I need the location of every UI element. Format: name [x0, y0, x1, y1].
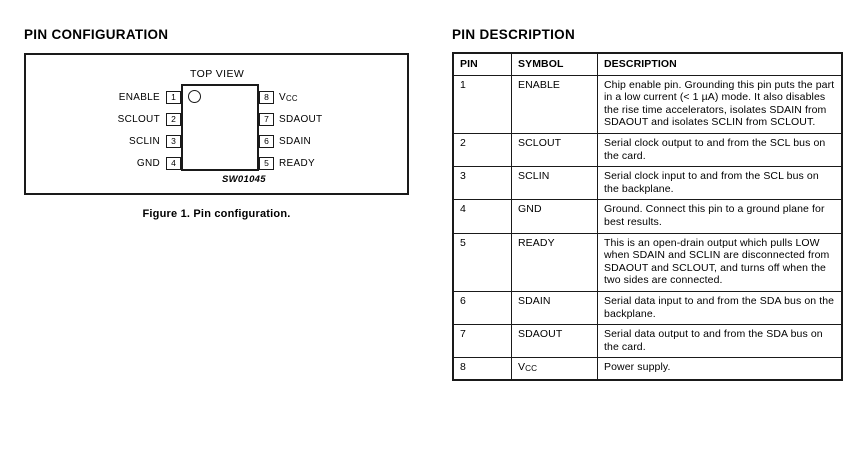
cell-pin-number: 3 — [452, 166, 512, 201]
pin-label-sdaout: SDAOUT — [279, 114, 323, 125]
cell-description: Serial clock input to and from the SCL b… — [597, 166, 843, 201]
top-view-label: TOP VIEW — [190, 68, 245, 80]
pin-label-enable: ENABLE — [118, 92, 160, 103]
cell-pin-number: 7 — [452, 324, 512, 359]
table-header-row: PIN SYMBOL DESCRIPTION — [452, 51, 843, 76]
cell-pin-number: 6 — [452, 290, 512, 326]
cell-symbol: SCLIN — [511, 166, 598, 201]
page-title-pin-description: PIN DESCRIPTION — [452, 27, 576, 42]
column-header-description: DESCRIPTION — [597, 51, 843, 76]
cell-pin-number: 5 — [452, 232, 512, 292]
pin-pad-3: 3 — [166, 135, 181, 148]
pin-pad-6: 6 — [259, 135, 274, 148]
cell-description: This is an open-drain output which pulls… — [597, 232, 843, 292]
cell-symbol: GND — [511, 199, 598, 234]
pin-label-gnd: GND — [136, 158, 160, 169]
pin-pad-8: 8 — [259, 91, 274, 104]
pin-pad-1: 1 — [166, 91, 181, 104]
pin-label-vcc: VCC — [279, 92, 298, 103]
cell-pin-number: 2 — [452, 132, 512, 168]
pin1-marker-dot-icon — [188, 90, 201, 103]
cell-description: Power supply. — [597, 357, 843, 381]
cell-description: Serial clock output to and from the SCL … — [597, 132, 843, 168]
pin-pad-2: 2 — [166, 113, 181, 126]
pin-pad-4: 4 — [166, 157, 181, 170]
cell-symbol: VCC — [511, 357, 598, 381]
column-header-pin: PIN — [452, 51, 512, 76]
cell-pin-number: 8 — [452, 357, 512, 381]
cell-description: Ground. Connect this pin to a ground pla… — [597, 199, 843, 234]
cell-symbol: SDAOUT — [511, 324, 598, 359]
cell-description: Serial data input to and from the SDA bu… — [597, 290, 843, 326]
pin-label-sclout: SCLOUT — [117, 114, 160, 125]
figure-caption: Figure 1. Pin configuration. — [142, 208, 291, 220]
cell-description: Chip enable pin. Grounding this pin puts… — [597, 74, 843, 134]
pin-label-sclin: SCLIN — [129, 136, 160, 147]
page-title-pin-configuration: PIN CONFIGURATION — [24, 27, 169, 42]
cell-description: Serial data output to and from the SDA b… — [597, 324, 843, 359]
cell-pin-number: 1 — [452, 74, 512, 134]
cell-symbol: ENABLE — [511, 74, 598, 134]
cell-symbol: SDAIN — [511, 290, 598, 326]
pin-label-sdain: SDAIN — [279, 136, 312, 147]
cell-symbol: READY — [511, 232, 598, 292]
cell-pin-number: 4 — [452, 199, 512, 234]
pin-pad-5: 5 — [259, 157, 274, 170]
part-number-label: SW01045 — [222, 174, 266, 185]
column-header-symbol: SYMBOL — [511, 51, 598, 76]
pin-label-ready: READY — [279, 158, 315, 169]
pin-pad-7: 7 — [259, 113, 274, 126]
cell-symbol: SCLOUT — [511, 132, 598, 168]
